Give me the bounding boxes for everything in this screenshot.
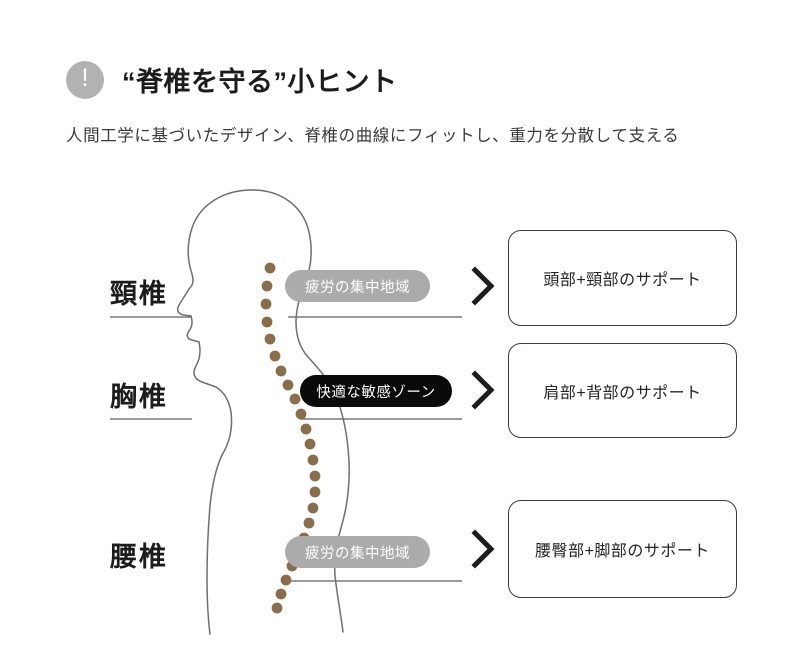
page-subtitle: 人間工学に基づいたデザイン、脊椎の曲線にフィットし、重力を分散して支える — [66, 127, 680, 145]
exclamation-glyph: ! — [81, 64, 89, 92]
support-box-head-neck: 頭部+頸部のサポート — [508, 230, 737, 326]
vertebra-dot — [295, 408, 307, 420]
vertebra-dot — [264, 333, 276, 345]
region-label-cervical: 頸椎 — [110, 279, 168, 309]
vertebra-dot — [275, 365, 287, 377]
page-title: “脊椎を守る”小ヒント — [122, 67, 398, 97]
vertebra-dot — [289, 393, 301, 405]
support-box-shoulder-back: 肩部+背部のサポート — [508, 343, 737, 438]
zone-pill-comfort-zone: 快適な敏感ゾーン — [300, 375, 452, 407]
vertebra-dot — [304, 438, 316, 450]
vertebra-dot — [275, 588, 287, 600]
zone-pill-fatigue-upper: 疲労の集中地域 — [285, 270, 430, 302]
region-label-thoracic: 胸椎 — [110, 382, 168, 412]
vertebra-dot — [307, 454, 319, 466]
vertebra-dot — [261, 316, 273, 328]
vertebra-dot — [282, 379, 294, 391]
region-label-lumbar: 腰椎 — [110, 542, 168, 572]
chevron-right-icon — [471, 266, 495, 306]
support-box-hip-leg: 腰臀部+脚部のサポート — [508, 500, 737, 598]
vertebra-dot — [309, 470, 321, 482]
page-header: ! “脊椎を守る”小ヒント — [66, 60, 398, 99]
region-divider-lines — [110, 316, 462, 582]
vertebra-dot — [271, 602, 283, 614]
vertebra-dot — [261, 280, 273, 292]
vertebra-dot — [307, 502, 319, 514]
vertebra-dot — [264, 262, 276, 274]
vertebra-dot — [309, 486, 321, 498]
vertebra-dot — [269, 350, 281, 362]
zone-pill-fatigue-lower: 疲労の集中地域 — [285, 536, 430, 568]
vertebra-dot — [280, 574, 292, 586]
spine-dot-column — [260, 262, 321, 614]
vertebra-dot — [260, 298, 272, 310]
chevron-right-icon — [471, 370, 495, 410]
vertebra-dot — [303, 517, 315, 529]
chevron-right-icon — [471, 529, 495, 569]
exclamation-circle-icon: ! — [66, 60, 104, 99]
vertebra-dot — [300, 423, 312, 435]
